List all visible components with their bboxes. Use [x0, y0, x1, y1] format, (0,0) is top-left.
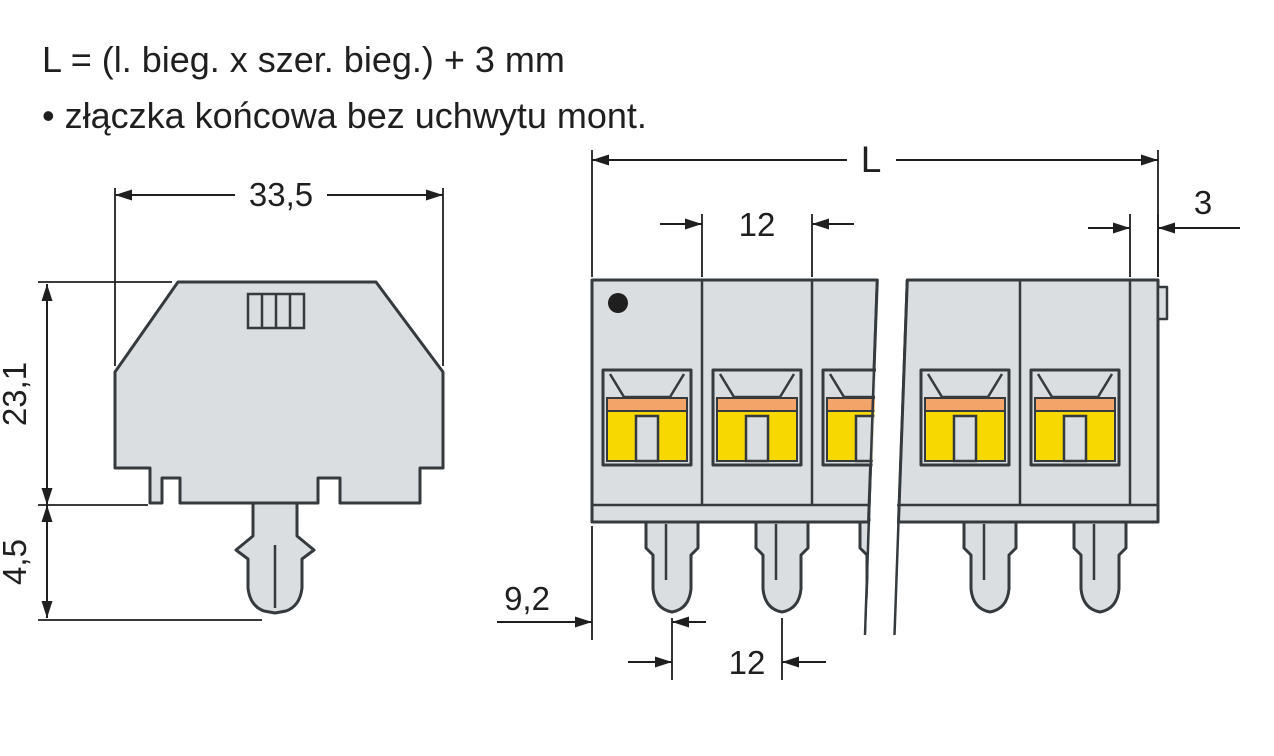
dimension-total-length: L	[591, 139, 1159, 277]
dim-end-width-label: 3	[1194, 184, 1212, 221]
clamp-unit	[919, 368, 1011, 467]
formula-text: L = (l. bieg. x szer. bieg.) + 3 mm	[42, 39, 565, 80]
strip-right-section	[893, 278, 1160, 636]
side-mounting-foot	[234, 496, 316, 615]
dim-width-label: 33,5	[249, 176, 313, 213]
marking-field	[246, 292, 306, 330]
dim-pitch-bottom-label: 12	[729, 644, 766, 681]
dimension-end-width: 3	[1088, 184, 1240, 277]
mounting-foot	[644, 518, 700, 614]
dim-foot-offset-label: 9,2	[504, 580, 550, 617]
clamp-unit	[601, 368, 693, 467]
dimension-width-33-5: 33,5	[114, 176, 444, 366]
mounting-foot	[754, 518, 810, 614]
clamp-unit	[711, 368, 803, 467]
dim-height-label: 23,1	[0, 362, 33, 426]
end-tab	[1156, 285, 1169, 321]
dim-pitch-top-label: 12	[739, 206, 776, 243]
dimension-pitch-bottom: 12	[628, 618, 826, 681]
side-view: 33,5 23,1 4,5	[0, 176, 445, 621]
dimension-pitch-top: 12	[660, 206, 854, 277]
dimension-height-23-1: 23,1	[0, 281, 172, 506]
dimension-foot-offset: 9,2	[497, 526, 706, 640]
break-line-right	[893, 279, 909, 636]
break-line-left	[863, 279, 879, 636]
dim-length-label: L	[861, 139, 882, 180]
marking-dot	[608, 293, 628, 313]
dimension-foot-4-5: 4,5	[0, 505, 262, 621]
side-body	[113, 280, 445, 505]
mounting-foot	[1072, 518, 1128, 614]
strip-left-section	[590, 278, 880, 636]
mounting-foot	[962, 518, 1018, 614]
note-text: • złączka końcowa bez uchwytu mont.	[42, 95, 647, 136]
front-view: L 12 3 9,2	[497, 139, 1240, 681]
clamp-unit	[1029, 368, 1121, 467]
clamp-unit	[821, 368, 880, 467]
dim-foot-label: 4,5	[0, 539, 33, 585]
